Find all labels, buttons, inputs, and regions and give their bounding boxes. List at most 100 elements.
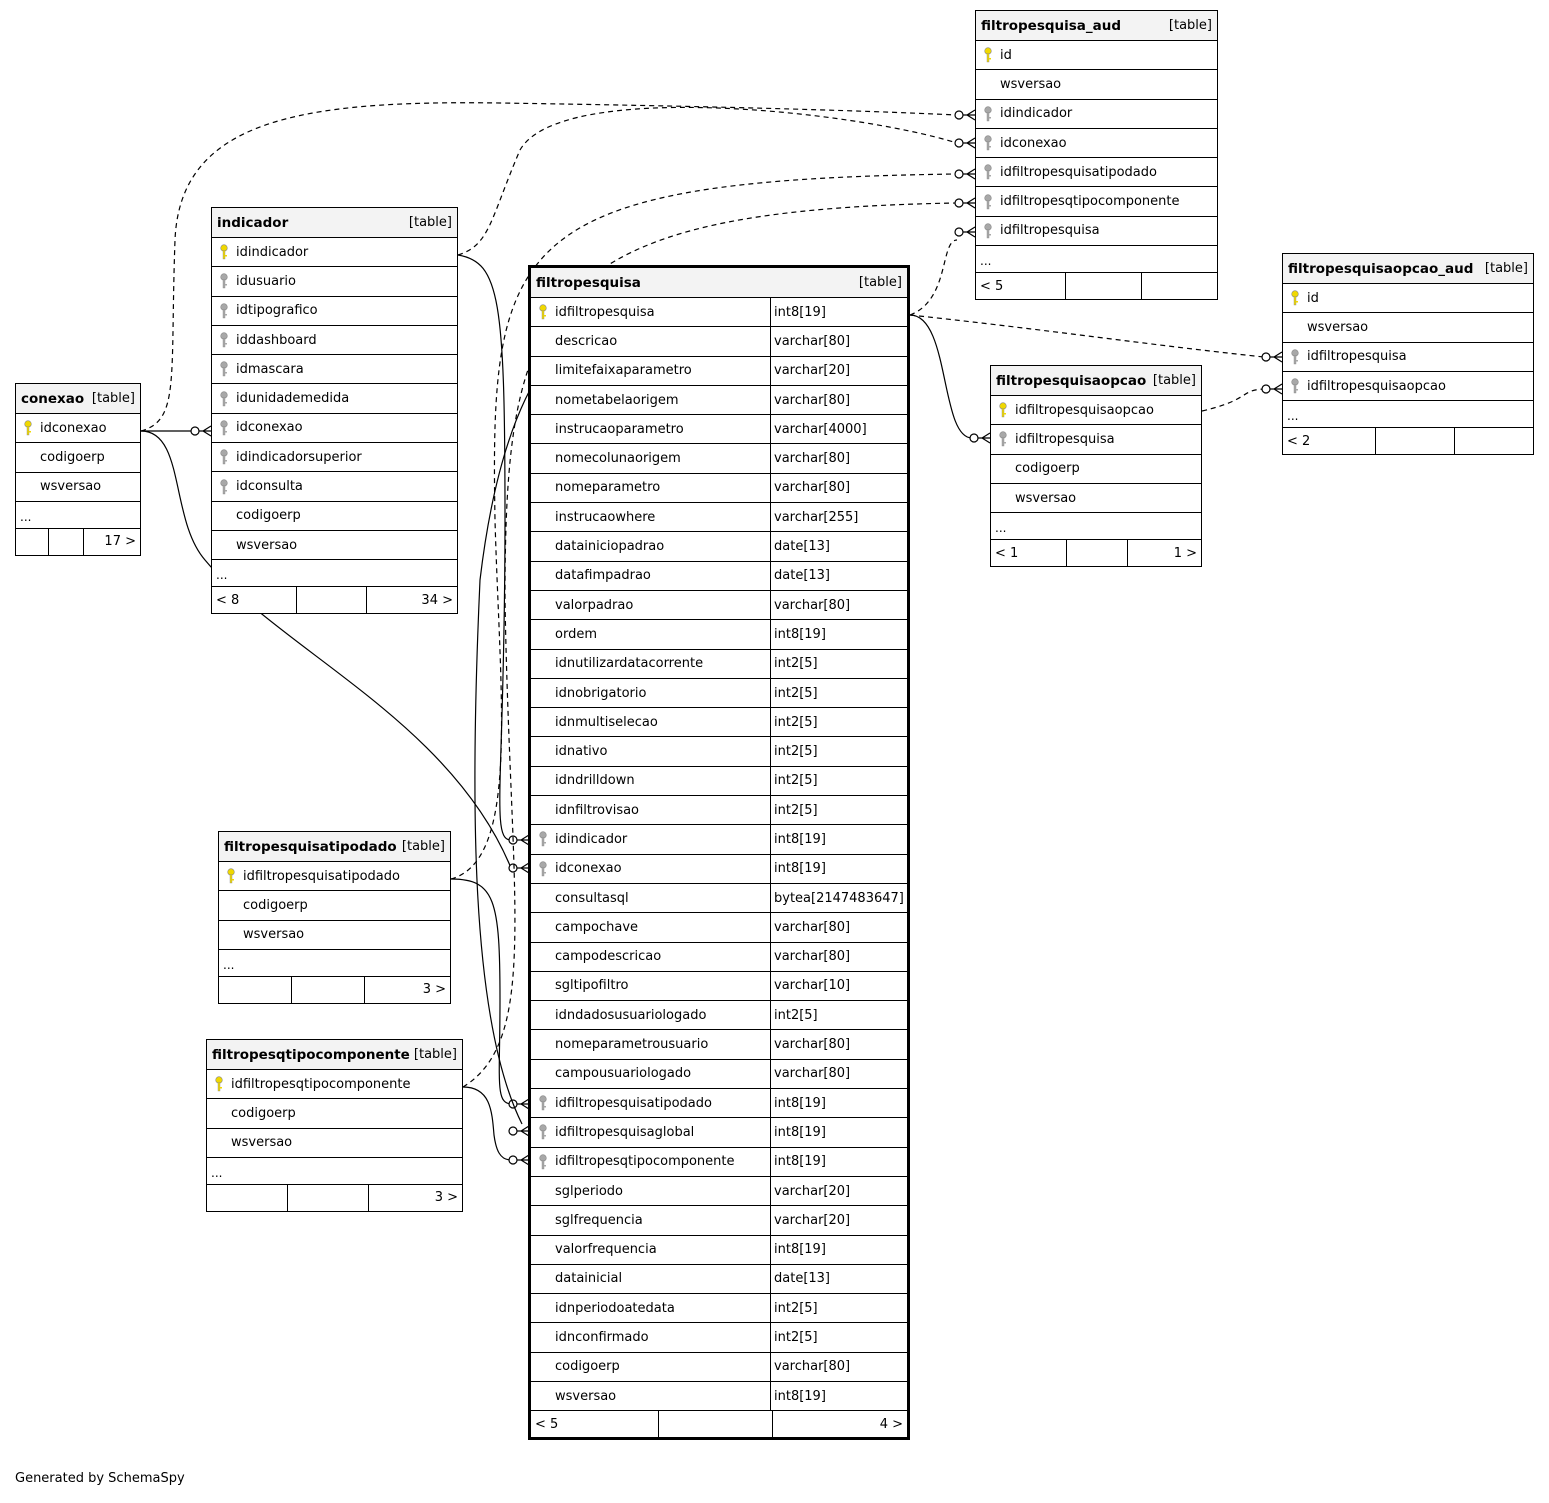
parents-count[interactable]: < 8	[216, 592, 240, 608]
column-row[interactable]: idfiltropesquisatipodado	[976, 158, 1217, 188]
column-row[interactable]: idfiltropesquisa	[991, 425, 1201, 455]
children-count[interactable]: 3 >	[364, 976, 450, 1003]
column-row[interactable]: iddashboard	[212, 326, 457, 356]
column-row[interactable]: idmascara	[212, 355, 457, 385]
column-row[interactable]: wsversao	[219, 921, 450, 950]
table-filtropesquisaopcao[interactable]: filtropesquisaopcao[table]idfiltropesqui…	[990, 365, 1202, 568]
column-row[interactable]: id	[1283, 284, 1533, 314]
column-row[interactable]: idfiltropesquisatipodado	[219, 862, 450, 892]
children-count[interactable]: 17 >	[83, 528, 140, 555]
column-row[interactable]: id	[976, 41, 1217, 71]
column-row[interactable]: idconexao	[976, 129, 1217, 159]
column-row[interactable]: wsversao	[212, 531, 457, 561]
children-count[interactable]: 4 >	[772, 1411, 907, 1438]
parents-count[interactable]	[16, 529, 48, 555]
column-row[interactable]: idindicadorsuperior	[212, 443, 457, 473]
column-row[interactable]: idconexao	[212, 414, 457, 444]
column-name-text: idconexao	[555, 861, 622, 877]
column-row[interactable]: idfiltropesqtipocomponente	[207, 1070, 462, 1100]
column-row[interactable]: idconsulta	[212, 472, 457, 502]
column-row[interactable]: idfiltropesquisa	[1283, 343, 1533, 372]
parents-count[interactable]: < 2	[1287, 433, 1311, 449]
parents-count[interactable]: < 1	[995, 545, 1019, 561]
table-filtropesqtipocomponente[interactable]: filtropesqtipocomponente[table]idfiltrop…	[206, 1039, 463, 1212]
column-row[interactable]: idusuario	[212, 267, 457, 297]
column-row[interactable]: idconexao	[16, 414, 140, 444]
column-row[interactable]: idunidademedida	[212, 384, 457, 414]
column-row[interactable]: wsversao	[976, 70, 1217, 100]
column-row[interactable]: codigoerp	[207, 1099, 462, 1129]
column-row[interactable]: wsversao	[207, 1129, 462, 1158]
parents-count[interactable]	[219, 977, 291, 1003]
children-count[interactable]	[1141, 273, 1217, 300]
column-row[interactable]: codigoerp	[212, 502, 457, 531]
column-name-text: idfiltropesqtipocomponente	[231, 1076, 411, 1092]
table-filtropesquisatipodado[interactable]: filtropesquisatipodado[table]idfiltropes…	[218, 831, 451, 1004]
parents-count[interactable]: < 5	[535, 1416, 559, 1432]
children-count[interactable]: 1 >	[1127, 540, 1201, 567]
column-row[interactable]: idfiltropesquisaopcao	[991, 396, 1201, 426]
column-row[interactable]: idindicador	[976, 100, 1217, 129]
children-count[interactable]: 34 >	[366, 587, 457, 614]
parents-count[interactable]	[207, 1185, 287, 1211]
parents-count[interactable]: < 5	[980, 278, 1004, 294]
column-row[interactable]: codigoerp	[16, 443, 140, 473]
column-row[interactable]: idfiltropesquisa	[976, 217, 1217, 247]
column-row[interactable]: wsversao	[1283, 313, 1533, 343]
column-row[interactable]: wsversao	[16, 473, 140, 502]
column-row[interactable]: idfiltropesqtipocomponente	[976, 187, 1217, 217]
column-row[interactable]: codigoerp	[991, 455, 1201, 484]
children-count[interactable]	[1454, 428, 1533, 455]
column-row[interactable]: idtipografico	[212, 297, 457, 326]
column-row[interactable]: idindicador	[212, 238, 457, 268]
column-row[interactable]: codigoerp	[219, 891, 450, 921]
column-name-text: idfiltropesquisa	[1000, 223, 1100, 239]
column-row[interactable]: wsversao	[991, 484, 1201, 514]
children-count[interactable]: 3 >	[368, 1184, 462, 1211]
column-row[interactable]: idfiltropesquisaopcao	[1283, 372, 1533, 402]
